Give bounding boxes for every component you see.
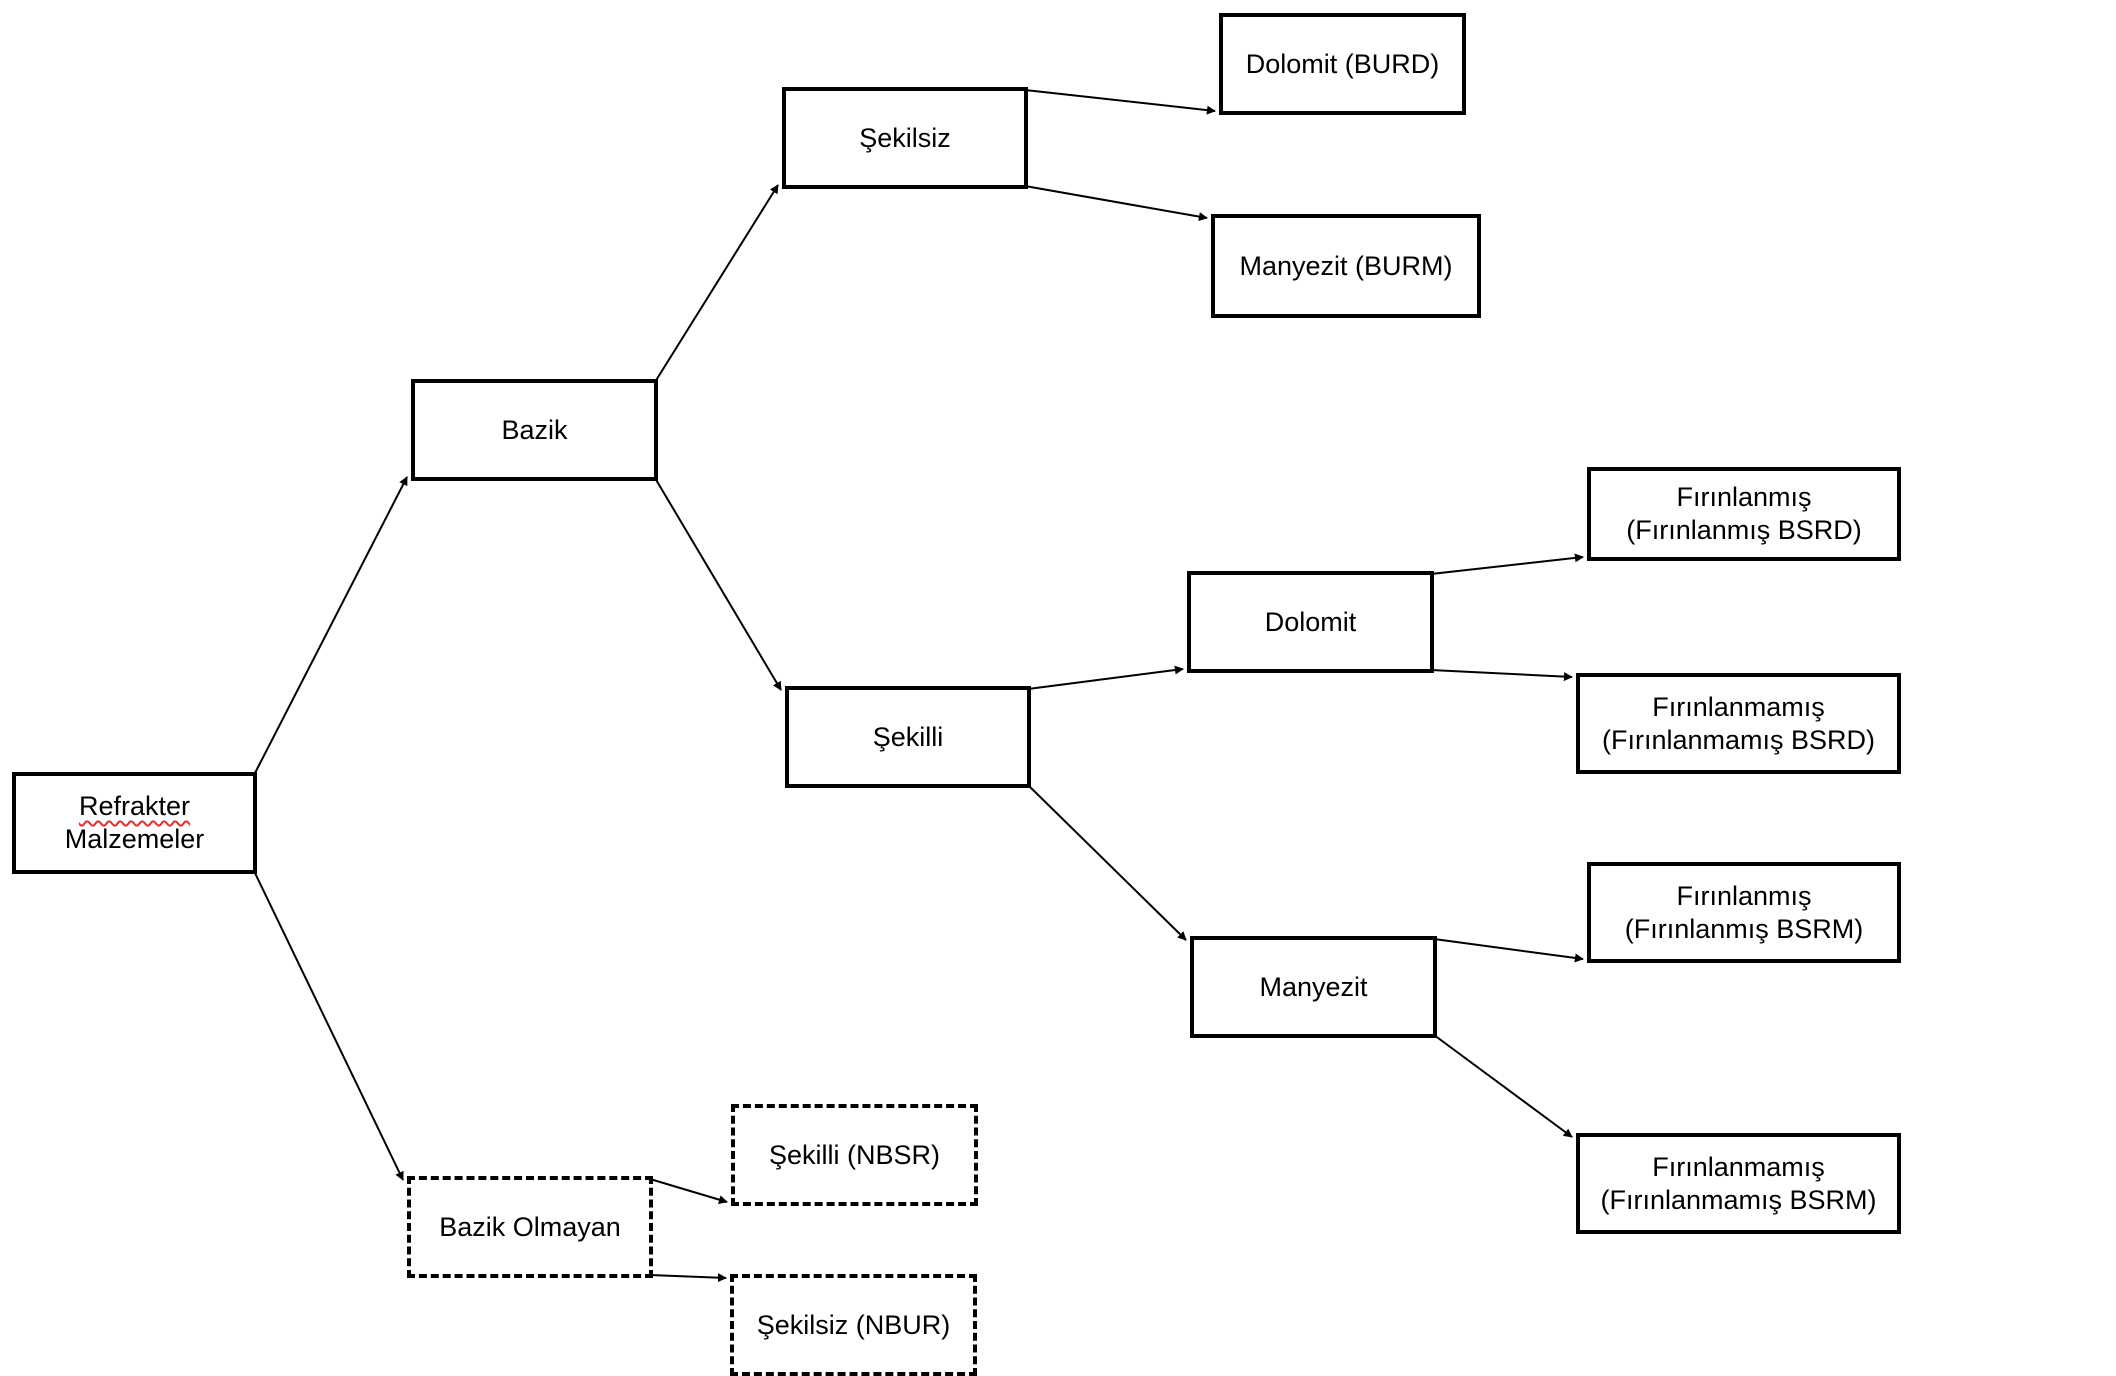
node-firinlanmis-bsrd-line1: Fırınlanmış [1676, 482, 1812, 513]
arrow-sekilsiz-to-manyezit_burm [1024, 185, 1208, 222]
node-sekilli-nbsr-label: Şekilli (NBSR) [768, 1139, 941, 1170]
node-bazik-label: Bazik [501, 414, 568, 445]
arrow-bazik_olmayan-to-sekilsiz_nbur [649, 1273, 727, 1283]
node-sekilli-nbsr: Şekilli (NBSR) [731, 1104, 978, 1206]
node-manyezit: Manyezit [1190, 936, 1437, 1038]
arrow-dolomit-to-firinlanmamis_bsrd [1430, 669, 1573, 682]
node-firinlanmis-bsrm-line2: (Fırınlanmış BSRM) [1624, 913, 1864, 944]
arrow-sekilli-to-dolomit [1027, 665, 1184, 690]
node-firinlanmis-bsrm: Fırınlanmış (Fırınlanmış BSRM) [1587, 862, 1901, 963]
node-manyezit-burm: Manyezit (BURM) [1211, 214, 1481, 318]
node-manyezit-burm-label: Manyezit (BURM) [1239, 250, 1453, 281]
node-firinlanmamis-bsrm-line2: (Fırınlanmamış BSRM) [1600, 1184, 1877, 1215]
arrow-bazik_olmayan-to-sekilli_nbsr [649, 1178, 728, 1204]
node-sekilli: Şekilli [785, 686, 1031, 788]
arrow-bazik-to-sekilsiz [654, 184, 779, 383]
node-refrakter-line2: Malzemeler [64, 824, 205, 854]
node-firinlanmis-bsrd: Fırınlanmış (Fırınlanmış BSRD) [1587, 467, 1901, 561]
node-firinlanmamis-bsrm: Fırınlanmamış (Fırınlanmamış BSRM) [1576, 1133, 1901, 1234]
arrow-manyezit-to-firinlanmis_bsrm [1433, 938, 1584, 963]
node-dolomit: Dolomit [1187, 571, 1434, 673]
node-dolomit-burd-label: Dolomit (BURD) [1245, 48, 1440, 79]
arrow-root-to-bazik_olmayan [253, 870, 404, 1181]
node-sekilsiz: Şekilsiz [782, 87, 1028, 189]
node-manyezit-label: Manyezit [1259, 971, 1368, 1002]
arrow-dolomit-to-firinlanmis_bsrd [1430, 553, 1584, 575]
node-firinlanmamis-bsrd: Fırınlanmamış (Fırınlanmamış BSRD) [1576, 673, 1901, 774]
node-firinlanmis-bsrm-line1: Fırınlanmış [1676, 880, 1812, 911]
node-refrakter-malzemeler: Refrakter Malzemeler [12, 772, 257, 874]
node-sekilsiz-nbur: Şekilsiz (NBUR) [730, 1274, 977, 1376]
arrow-manyezit-to-firinlanmamis_bsrm [1433, 1034, 1573, 1138]
node-bazik-olmayan: Bazik Olmayan [407, 1176, 653, 1278]
arrow-bazik-to-sekilli [654, 477, 782, 691]
node-dolomit-label: Dolomit [1264, 606, 1357, 637]
node-bazik-olmayan-label: Bazik Olmayan [439, 1211, 621, 1242]
node-firinlanmamis-bsrm-line1: Fırınlanmamış [1652, 1151, 1825, 1182]
node-sekilsiz-label: Şekilsiz [859, 122, 951, 153]
arrow-sekilli-to-manyezit [1027, 784, 1187, 941]
node-bazik: Bazik [411, 379, 658, 481]
node-sekilsiz-nbur-label: Şekilsiz (NBUR) [756, 1309, 951, 1340]
node-refrakter-line1: Refrakter [78, 791, 191, 822]
arrow-sekilsiz-to-dolomit_burd [1024, 89, 1216, 115]
node-firinlanmamis-bsrd-line2: (Fırınlanmamış BSRD) [1601, 724, 1876, 755]
node-sekilli-label: Şekilli [872, 721, 944, 752]
node-dolomit-burd: Dolomit (BURD) [1219, 13, 1466, 115]
arrow-root-to-bazik [253, 476, 408, 776]
node-firinlanmamis-bsrd-line1: Fırınlanmamış [1652, 691, 1825, 722]
node-firinlanmis-bsrd-line2: (Fırınlanmış BSRD) [1626, 515, 1862, 545]
